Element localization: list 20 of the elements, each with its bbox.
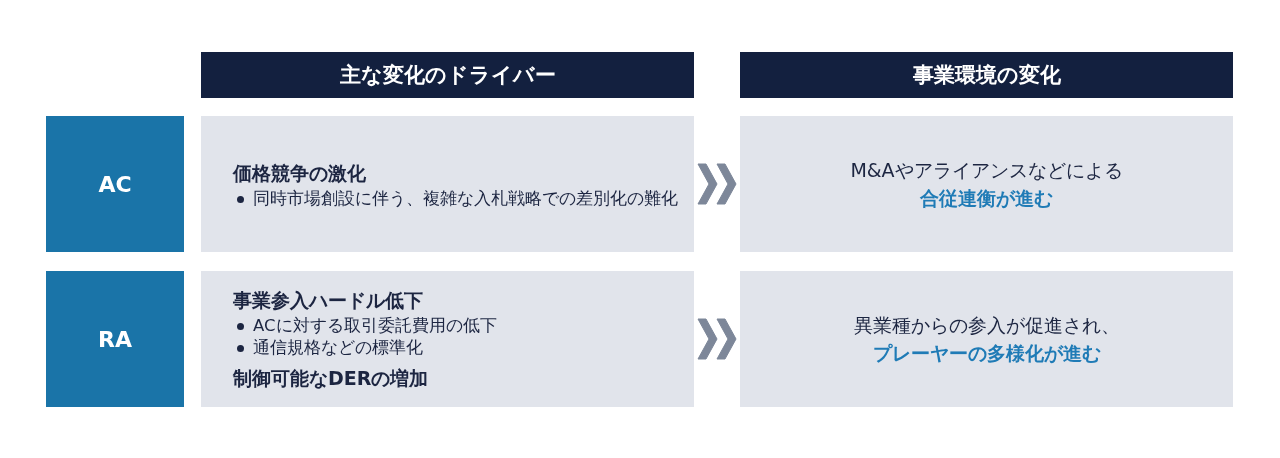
bullet-item: ACに対する取引委託費用の低下 [233, 315, 497, 337]
header-bar: 事業環境の変化 [740, 52, 1233, 98]
result-box [740, 116, 1233, 252]
chevron-arrow [697, 318, 737, 360]
result-box [740, 271, 1233, 407]
chevron-arrow [697, 163, 737, 205]
result-highlight: 合従連衡が進む [920, 186, 1053, 211]
result-highlight: プレーヤーの多様化が進む [872, 341, 1101, 366]
row-label-box: AC [46, 116, 184, 252]
driver-box [201, 271, 694, 407]
header-bar: 主な変化のドライバー [201, 52, 694, 98]
row-label-box: RA [46, 271, 184, 407]
result-text: 異業種からの参入が促進され、 [853, 313, 1120, 338]
bullet-item: 同時市場創設に伴う、複雑な入札戦略での差別化の難化 [233, 188, 678, 210]
driver-heading: 事業参入ハードル低下 [233, 288, 423, 313]
driver-heading: 価格競争の激化 [233, 161, 366, 186]
bullet-item: 通信規格などの標準化 [233, 337, 423, 359]
result-text: M&Aやアライアンスなどによる [850, 158, 1123, 183]
driver-box [201, 116, 694, 252]
driver-heading: 制御可能なDERの増加 [233, 366, 429, 391]
